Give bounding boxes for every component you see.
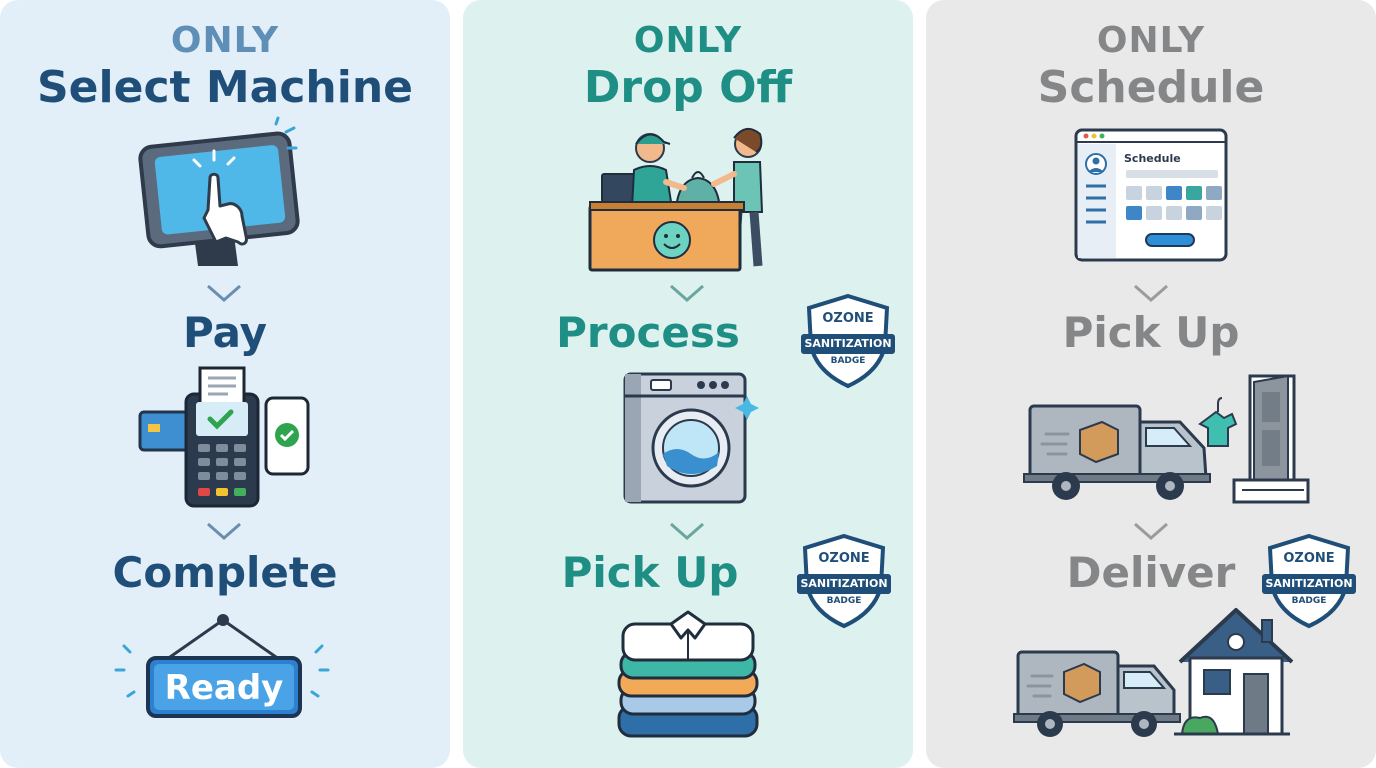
panel-schedule: ONLY Schedule bbox=[926, 0, 1376, 768]
step-pay-label: Pay bbox=[182, 308, 268, 357]
badge-line1: OZONE bbox=[822, 311, 874, 326]
badge-line1: OZONE bbox=[818, 551, 870, 566]
step-pick-up-label: Pick Up bbox=[1062, 308, 1240, 357]
schedule-app-icon: Schedule bbox=[1074, 128, 1230, 264]
badge-line1: OZONE bbox=[1283, 551, 1335, 566]
badge-line3: BADGE bbox=[830, 356, 866, 366]
step-deliver-label: Deliver bbox=[1066, 548, 1236, 597]
panel-only-label: ONLY bbox=[170, 20, 280, 61]
panel-title: Drop Off bbox=[583, 62, 793, 113]
payment-terminal-icon bbox=[138, 364, 313, 509]
panel-only-label: ONLY bbox=[633, 20, 743, 61]
drop-off-counter-icon bbox=[588, 122, 788, 272]
chevron-down-icon bbox=[207, 522, 241, 540]
badge-line2: SANITIZATION bbox=[800, 577, 888, 590]
step-complete-label: Complete bbox=[112, 548, 338, 597]
panel-only-label: ONLY bbox=[1096, 20, 1206, 61]
washing-machine-icon bbox=[621, 370, 761, 510]
folded-laundry-icon bbox=[613, 608, 763, 743]
panel-title: Select Machine bbox=[36, 62, 414, 113]
badge-line3: BADGE bbox=[826, 596, 862, 606]
step-process-label: Process bbox=[556, 308, 740, 357]
ready-sign-text: Ready bbox=[164, 668, 284, 708]
panel-self-service: ONLY Select Machine Pay bbox=[0, 0, 450, 768]
panel-title: Schedule bbox=[1037, 62, 1265, 113]
badge-line2: SANITIZATION bbox=[1265, 577, 1353, 590]
ready-sign: Ready bbox=[114, 612, 330, 737]
chevron-down-icon bbox=[670, 522, 704, 540]
chevron-down-icon bbox=[1134, 522, 1168, 540]
ozone-sanitization-badge: OZONE SANITIZATION BADGE bbox=[801, 293, 895, 389]
step-pick-up-label: Pick Up bbox=[561, 548, 739, 597]
schedule-app-label: Schedule bbox=[1124, 152, 1181, 165]
badge-line3: BADGE bbox=[1291, 596, 1327, 606]
ozone-sanitization-badge: OZONE SANITIZATION BADGE bbox=[797, 533, 891, 629]
panel-drop-off: ONLY Drop Off Process bbox=[463, 0, 913, 768]
ozone-sanitization-badge: OZONE SANITIZATION BADGE bbox=[1262, 533, 1356, 629]
delivery-van-house-icon bbox=[1013, 606, 1294, 740]
badge-line2: SANITIZATION bbox=[804, 337, 892, 350]
pickup-van-door-icon bbox=[1022, 374, 1312, 506]
touchscreen-kiosk-icon bbox=[138, 116, 308, 268]
chevron-down-icon bbox=[1134, 284, 1168, 302]
chevron-down-icon bbox=[670, 284, 704, 302]
chevron-down-icon bbox=[207, 284, 241, 302]
